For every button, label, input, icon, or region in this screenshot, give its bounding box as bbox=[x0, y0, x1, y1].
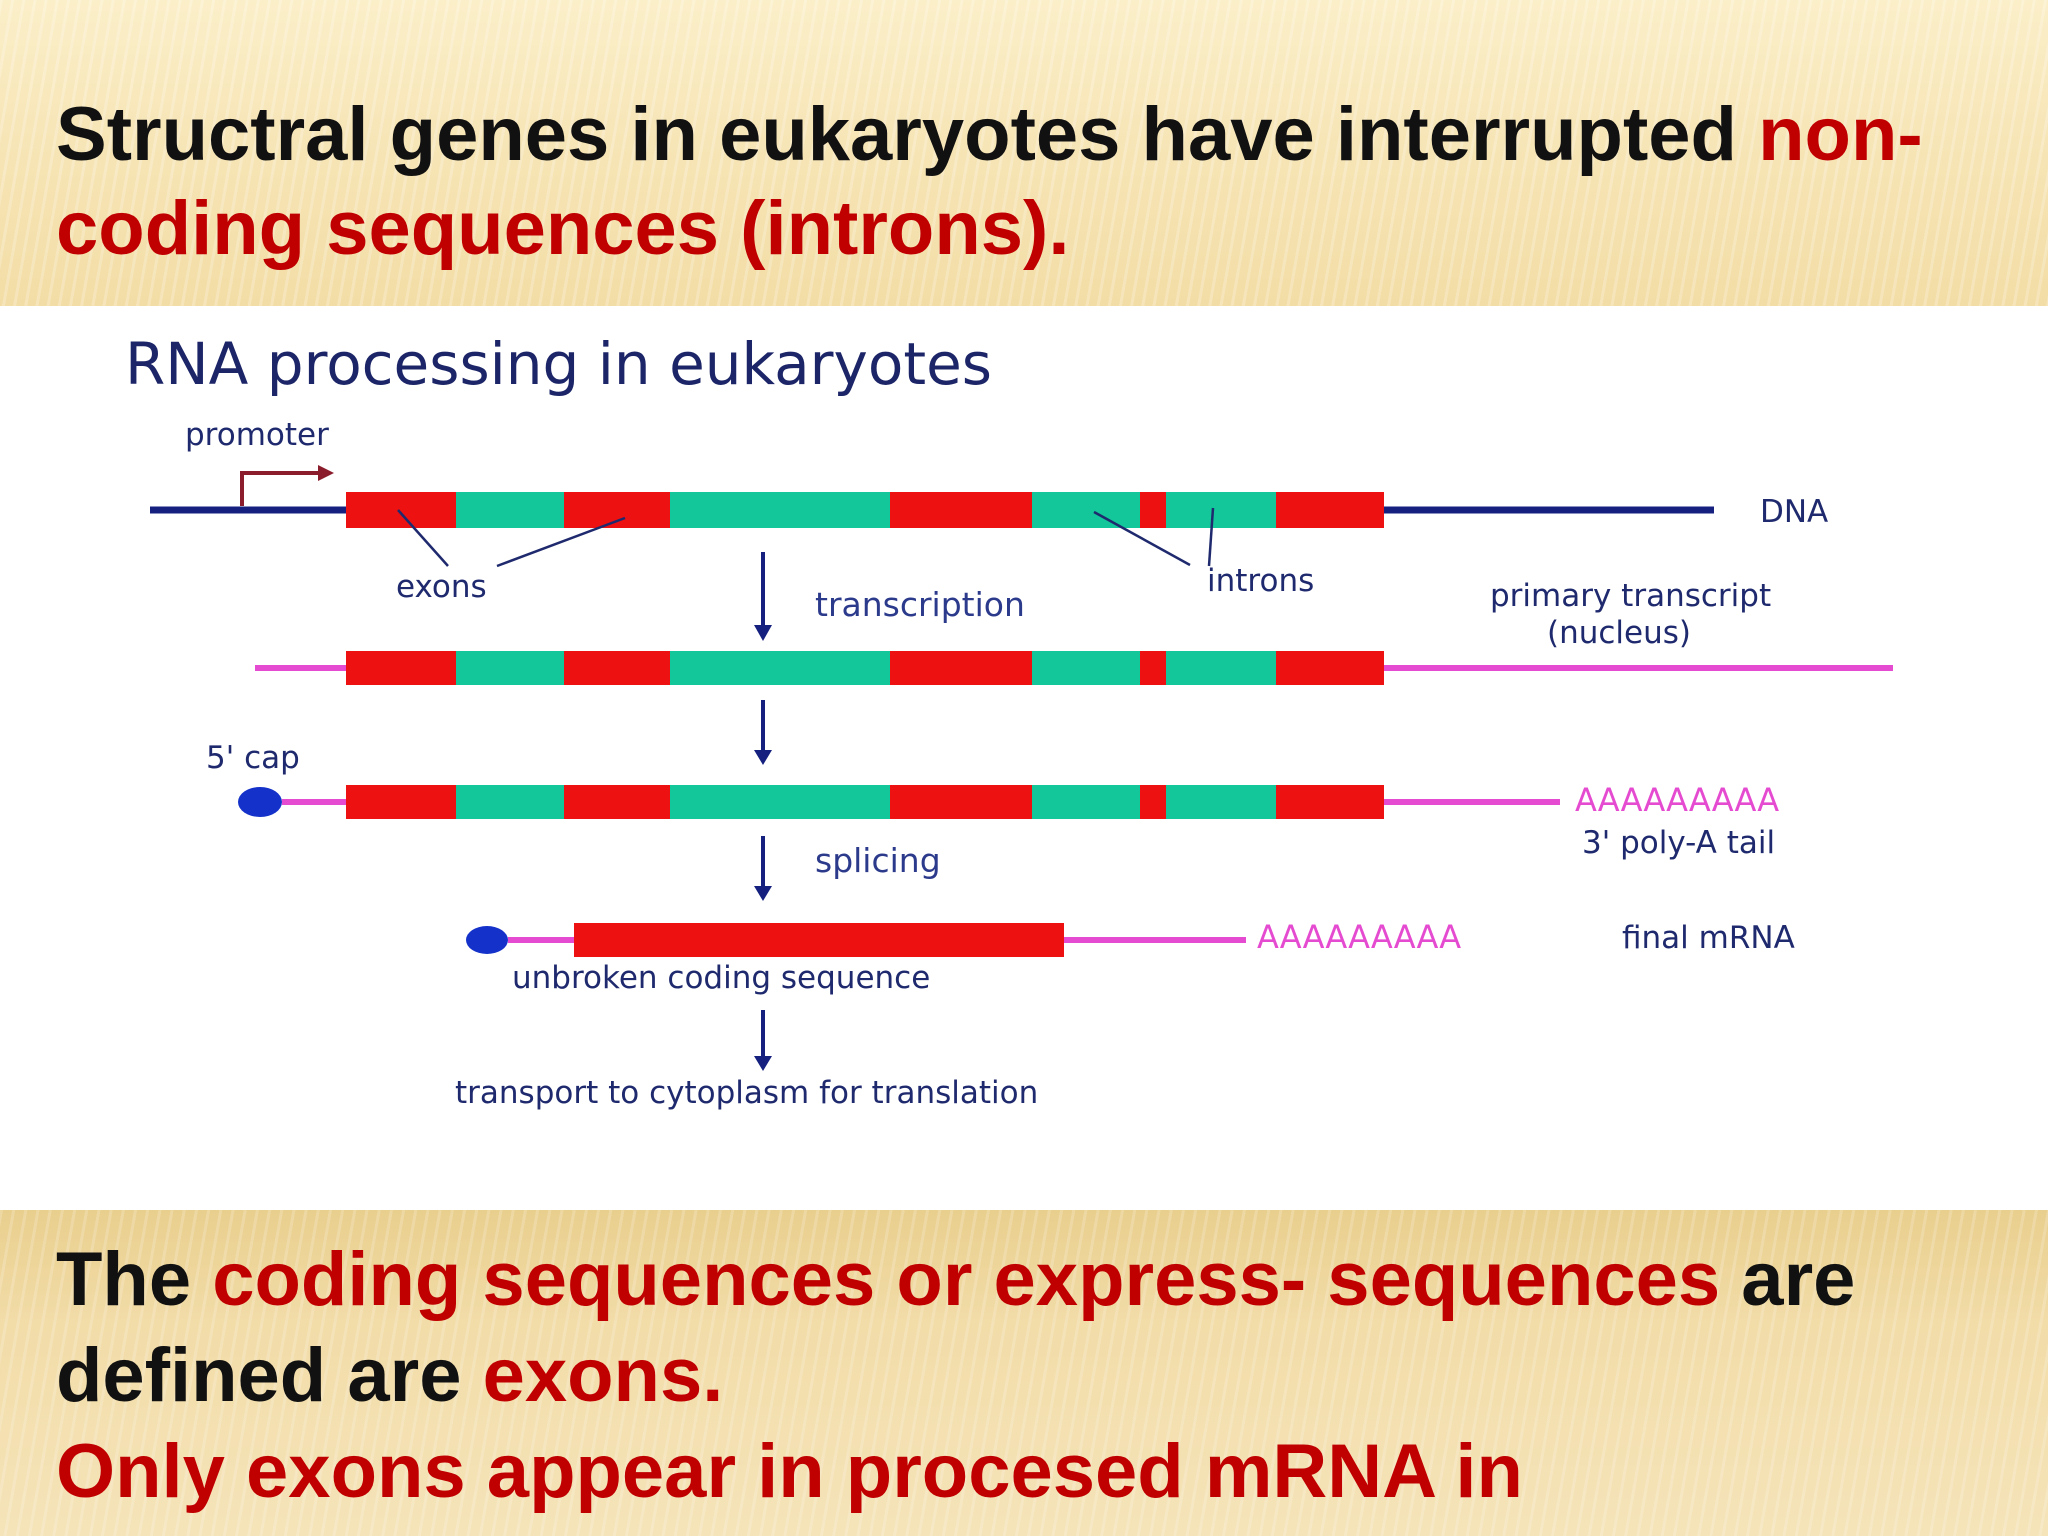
exon-pointer-lines bbox=[397, 509, 626, 568]
rna-processing-diagram: RNA processing in eukaryotes promoter DN… bbox=[125, 330, 1893, 1111]
exon-segment bbox=[890, 785, 1032, 819]
intron-segment bbox=[1166, 785, 1276, 819]
exon-segment bbox=[890, 492, 1032, 528]
slide-title: Structral genes in eukaryotes have inter… bbox=[56, 88, 2016, 276]
body-part2: coding sequences or express- sequences bbox=[212, 1237, 1721, 1322]
promoter-arrow-icon bbox=[240, 465, 334, 506]
intron-segment bbox=[456, 651, 564, 685]
slide-title-part3: coding sequences (introns). bbox=[56, 186, 1070, 271]
intron-segment bbox=[1032, 651, 1140, 685]
final-mrna-label: final mRNA bbox=[1622, 920, 1795, 956]
poly-a-label: AAAAAAAAA bbox=[1257, 918, 1461, 956]
primary-transcript-segments bbox=[346, 651, 1384, 685]
body-part4: defined are bbox=[56, 1333, 483, 1418]
intron-segment bbox=[1032, 492, 1140, 528]
body-part1: The bbox=[56, 1237, 213, 1322]
dna-segments bbox=[346, 492, 1384, 528]
intron-segment bbox=[670, 492, 890, 528]
exon-segment bbox=[346, 492, 456, 528]
exon-segment bbox=[564, 651, 670, 685]
exon-segment bbox=[1276, 785, 1384, 819]
exon-segment bbox=[1276, 492, 1384, 528]
introns-label: introns bbox=[1207, 563, 1314, 599]
diagram-area bbox=[0, 306, 2048, 1210]
intron-pointer-lines bbox=[1093, 507, 1215, 567]
body-part6: Only exons appear in procesed mRNA in bbox=[56, 1429, 1523, 1514]
title-band bbox=[0, 0, 2048, 306]
promoter-label: promoter bbox=[185, 417, 329, 453]
intron-segment bbox=[1032, 785, 1140, 819]
slide-title-part1: Structral genes in eukaryotes have inter… bbox=[56, 92, 1759, 177]
exon-segment bbox=[564, 492, 670, 528]
exon-segment bbox=[1140, 785, 1166, 819]
intron-segment bbox=[456, 492, 564, 528]
five-cap-dot-icon bbox=[238, 787, 282, 817]
body-part5: exons. bbox=[482, 1333, 724, 1418]
primary-transcript-label: primary transcript bbox=[1490, 578, 1771, 614]
down-arrow-icon bbox=[754, 552, 772, 641]
transport-label: transport to cytoplasm for translation bbox=[455, 1075, 1038, 1111]
exon-segment bbox=[564, 785, 670, 819]
exon-segment bbox=[346, 651, 456, 685]
body-band bbox=[0, 1210, 2048, 1536]
unbroken-coding-segment bbox=[574, 923, 1064, 957]
dna-label: DNA bbox=[1760, 494, 1828, 530]
splicing-label: splicing bbox=[815, 841, 941, 880]
poly-a-label: AAAAAAAAA bbox=[1575, 781, 1779, 819]
slide-title-part2: non- bbox=[1758, 92, 1923, 177]
exons-label: exons bbox=[396, 569, 487, 605]
exon-segment bbox=[1276, 651, 1384, 685]
nucleus-label: (nucleus) bbox=[1547, 615, 1691, 651]
transcription-label: transcription bbox=[815, 585, 1025, 624]
unbroken-coding-label: unbroken coding sequence bbox=[512, 960, 930, 996]
down-arrow-icon bbox=[754, 836, 772, 901]
capped-transcript-segments bbox=[346, 785, 1384, 819]
intron-segment bbox=[1166, 651, 1276, 685]
down-arrow-icon bbox=[754, 1010, 772, 1071]
exon-segment bbox=[1140, 492, 1166, 528]
intron-segment bbox=[670, 785, 890, 819]
body-part3: are bbox=[1720, 1237, 1856, 1322]
intron-segment bbox=[670, 651, 890, 685]
slide-body: The coding sequences or express- sequenc… bbox=[56, 1232, 2016, 1520]
intron-segment bbox=[1166, 492, 1276, 528]
five-cap-label: 5' cap bbox=[206, 740, 300, 776]
exon-segment bbox=[1140, 651, 1166, 685]
intron-segment bbox=[456, 785, 564, 819]
exon-segment bbox=[346, 785, 456, 819]
five-cap-dot-icon bbox=[466, 926, 508, 954]
exon-segment bbox=[890, 651, 1032, 685]
down-arrow-icon bbox=[754, 700, 772, 765]
diagram-title: RNA processing in eukaryotes bbox=[125, 330, 992, 398]
poly-a-tail-label: 3' poly-A tail bbox=[1582, 825, 1775, 861]
